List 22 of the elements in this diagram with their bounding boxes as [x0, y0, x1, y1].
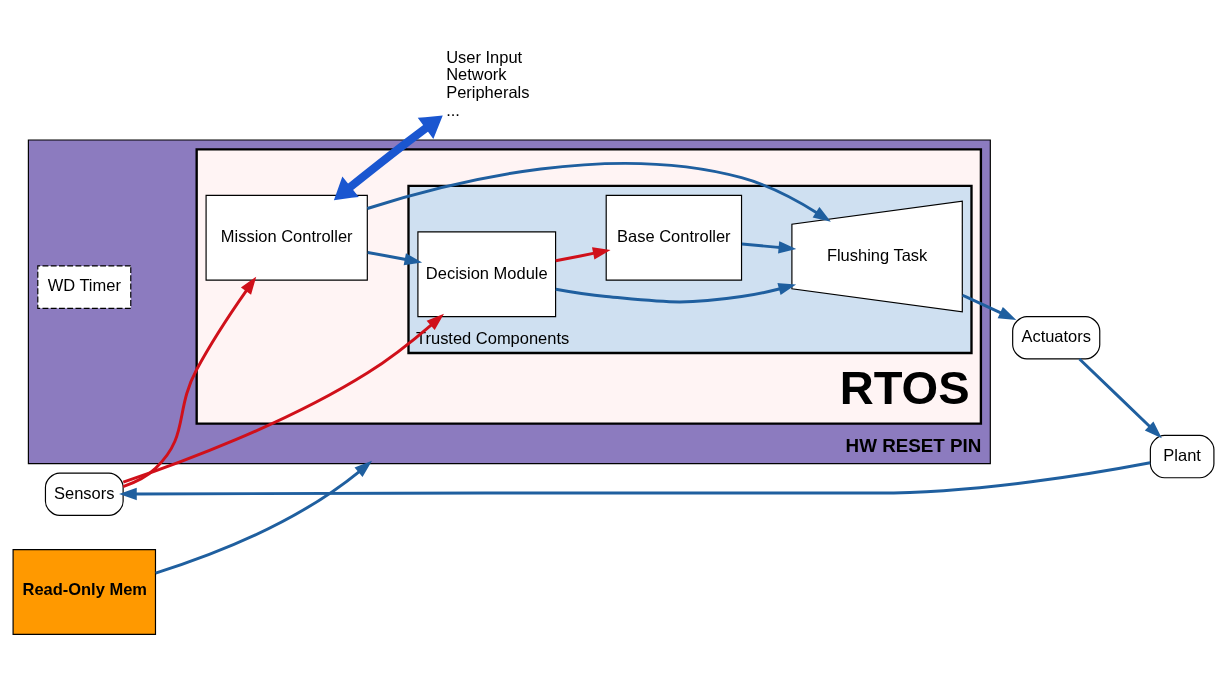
node-box: Mission Controller — [205, 194, 368, 281]
arrow — [366, 162, 831, 222]
node-box: WD Timer — [37, 265, 132, 309]
arrow — [555, 283, 797, 304]
arrow — [741, 241, 797, 254]
node-box: Read-Only Mem — [12, 548, 157, 635]
arrow — [119, 461, 1151, 501]
arrow — [333, 115, 443, 201]
arrow — [555, 247, 611, 263]
node-box: Decision Module — [417, 231, 557, 318]
arrow — [122, 276, 257, 488]
arrow — [961, 293, 1017, 320]
node-text: User Input Network Peripherals ... — [446, 47, 530, 119]
arrow — [1078, 357, 1162, 439]
node-box: Flushing Task — [791, 200, 963, 313]
arrow — [122, 313, 444, 484]
node-box: Sensors — [44, 472, 124, 516]
node-box: Plant — [1149, 434, 1215, 479]
arrow — [367, 251, 423, 266]
node-box: Actuators — [1012, 315, 1101, 360]
node-box: Base Controller — [605, 194, 743, 281]
arrow — [155, 460, 373, 575]
